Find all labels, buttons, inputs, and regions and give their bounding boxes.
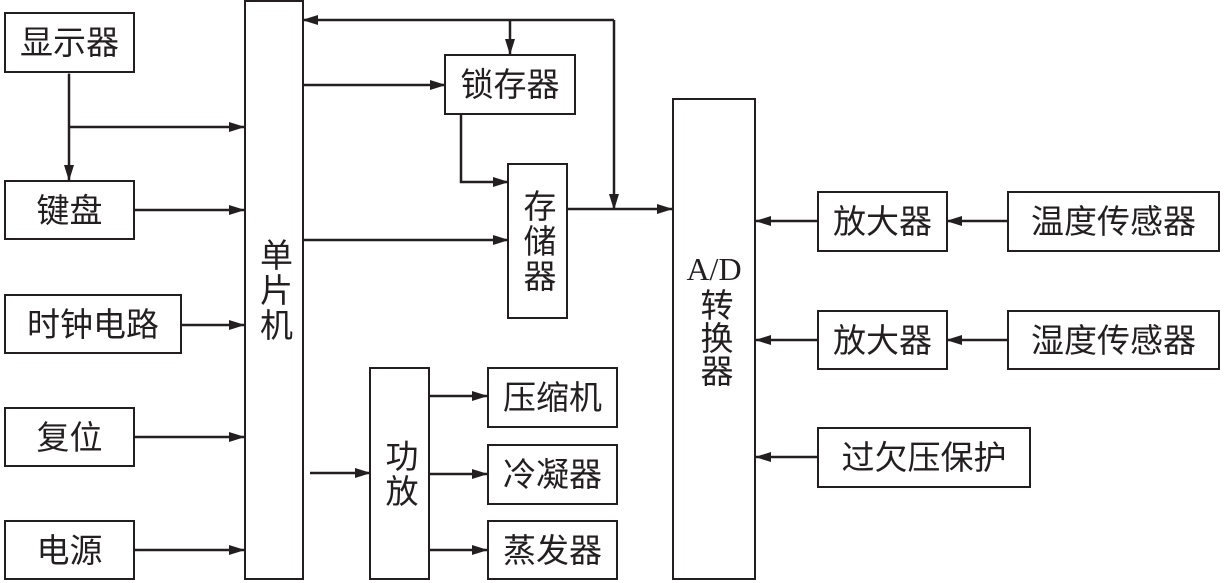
- adc-label-prefix: A/D: [686, 251, 742, 288]
- temperature-sensor-block: 温度传感器: [1007, 191, 1220, 252]
- evaporator-label: 蒸发器: [503, 530, 602, 570]
- compressor-label: 压缩机: [503, 378, 602, 417]
- voltage-protection-block: 过欠压保护: [817, 427, 1031, 488]
- compressor-block: 压缩机: [487, 367, 618, 428]
- clock-circuit-block: 时钟电路: [4, 294, 182, 354]
- clock-circuit-label: 时钟电路: [27, 304, 159, 344]
- reset-label: 复位: [36, 417, 103, 457]
- power-block: 电源: [4, 520, 135, 580]
- humidity-sensor-block: 湿度传感器: [1007, 310, 1220, 370]
- display-label: 显示器: [20, 23, 119, 62]
- power-amp-block: 功放: [369, 367, 430, 580]
- condenser-block: 冷凝器: [487, 444, 618, 505]
- latch-block: 锁存器: [444, 54, 576, 115]
- humidity-sensor-label: 湿度传感器: [1031, 320, 1196, 360]
- amplifier-1-label: 放大器: [833, 202, 932, 241]
- display-block: 显示器: [4, 12, 135, 73]
- power-amp-label: 功放: [380, 438, 419, 509]
- keyboard-label: 键盘: [36, 190, 103, 230]
- latch-to-memory-arrow: [459, 114, 509, 187]
- keyboard-block: 键盘: [4, 180, 135, 240]
- amplifier-2-label: 放大器: [833, 320, 932, 360]
- amplifier-2-block: 放大器: [817, 310, 948, 370]
- memory-label: 存储器: [518, 188, 557, 294]
- condenser-label: 冷凝器: [503, 455, 602, 494]
- latch-label: 锁存器: [460, 65, 560, 104]
- temperature-sensor-label: 温度传感器: [1031, 202, 1196, 241]
- reset-block: 复位: [4, 407, 135, 467]
- power-label: 电源: [36, 530, 103, 570]
- adc-block: A/D 转换器: [672, 98, 756, 580]
- memory-block: 存储器: [507, 163, 568, 319]
- mcu-label: 单片机: [254, 237, 294, 343]
- evaporator-block: 蒸发器: [487, 520, 618, 580]
- adc-label-suffix: 转换器: [694, 287, 734, 387]
- voltage-protection-label: 过欠压保护: [841, 438, 1007, 477]
- amplifier-1-block: 放大器: [817, 191, 948, 252]
- mcu-block: 单片机: [244, 0, 304, 580]
